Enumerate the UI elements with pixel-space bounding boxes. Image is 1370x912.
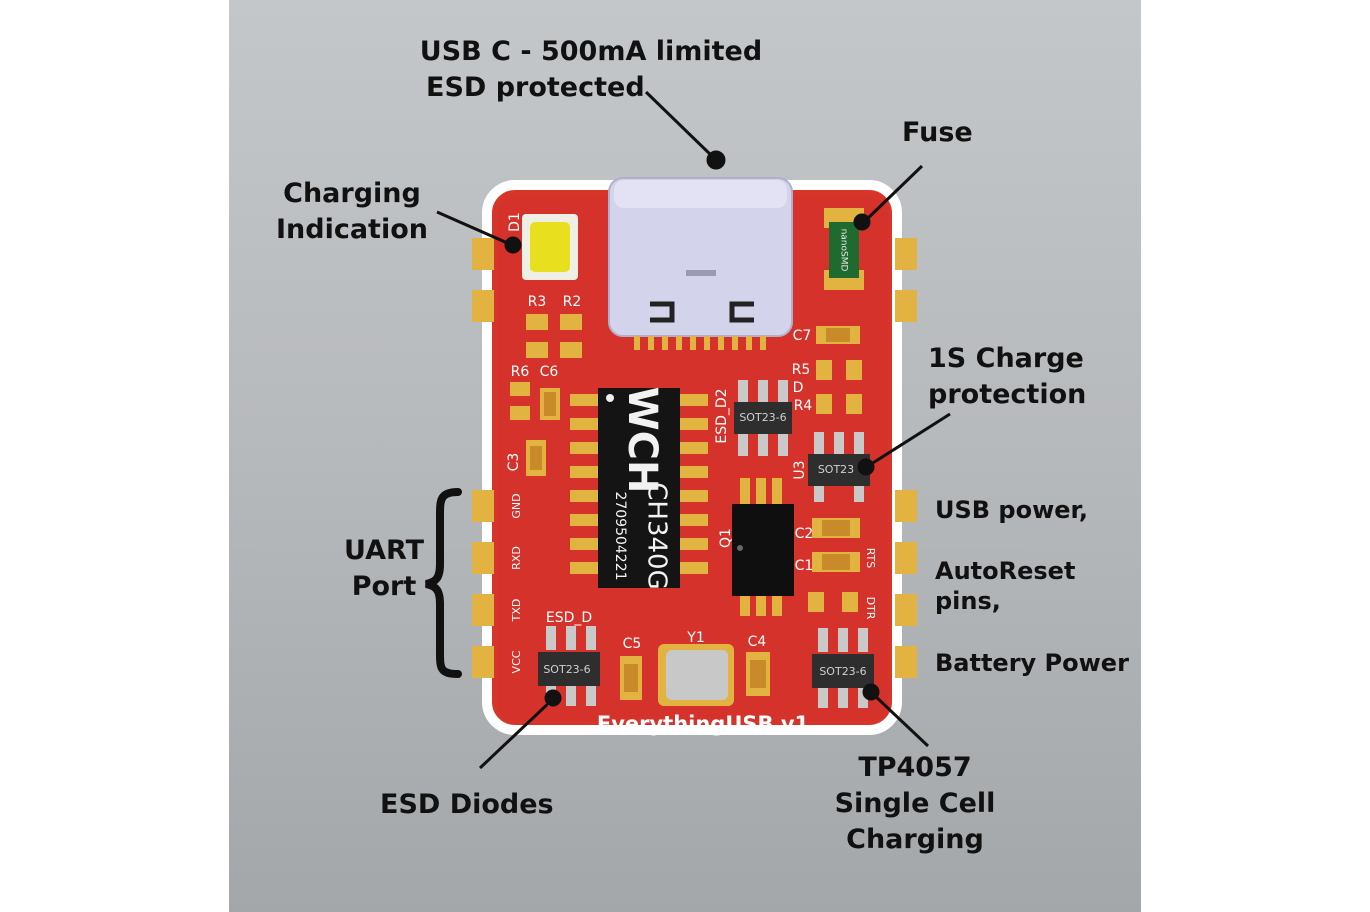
svg-text:ESD_D2: ESD_D2 xyxy=(714,388,730,443)
svg-text:C7: C7 xyxy=(793,328,812,344)
svg-text:R2: R2 xyxy=(563,294,582,310)
callout-battery-power: Battery Power xyxy=(935,649,1129,677)
svg-text:Q1: Q1 xyxy=(718,528,734,548)
right-edge-pads xyxy=(895,238,917,678)
svg-text:C3: C3 xyxy=(506,453,522,472)
svg-text:SOT23: SOT23 xyxy=(818,463,854,476)
ch340g-part: CH340G xyxy=(642,482,672,589)
callout-fuse: Fuse xyxy=(902,117,973,148)
callout-usb-c: USB C - 500mA limited ESD protected xyxy=(419,36,763,103)
svg-text:D: D xyxy=(793,380,804,396)
callout-uart-port: UART Port xyxy=(344,535,424,602)
board-title: EverythingUSB v1 xyxy=(597,712,809,736)
uart-brace xyxy=(425,488,462,678)
svg-text:Y1: Y1 xyxy=(686,630,704,646)
crystal-y1 xyxy=(666,650,728,700)
ch340g-code: 2709504221 xyxy=(612,491,628,580)
svg-text:R5: R5 xyxy=(792,362,811,378)
svg-text:GND: GND xyxy=(510,493,523,518)
svg-text:SOT23-6: SOT23-6 xyxy=(819,665,866,678)
svg-text:R3: R3 xyxy=(528,294,547,310)
svg-text:SOT23-6: SOT23-6 xyxy=(739,411,786,424)
svg-text:ESD_D: ESD_D xyxy=(546,610,592,626)
callout-tp4057: TP4057 Single Cell Charging xyxy=(834,752,996,855)
callout-esd-diodes: ESD Diodes xyxy=(380,789,554,820)
esd-d2-package: SOT23-6 xyxy=(734,380,792,456)
callout-autoreset: AutoReset pins, xyxy=(935,557,1076,615)
svg-text:RXD: RXD xyxy=(510,546,523,570)
led-d1-lens xyxy=(530,222,570,272)
callout-usb-power: USB power, xyxy=(935,496,1088,524)
tp4057-package: SOT23-6 xyxy=(812,628,874,708)
left-edge-pads xyxy=(472,238,494,678)
usb-c-pins xyxy=(634,336,766,350)
svg-text:U3: U3 xyxy=(792,460,808,479)
callout-charge-protection: 1S Charge protection xyxy=(928,343,1087,410)
ch340g-chip xyxy=(598,388,680,588)
svg-text:C4: C4 xyxy=(748,634,767,650)
svg-text:RTS: RTS xyxy=(864,548,877,569)
usb-c-connector xyxy=(608,177,793,337)
usb-c-shell-top xyxy=(614,180,787,208)
uart-pin-labels: GND RXD TXD VCC xyxy=(510,493,523,673)
fuse-marking: nanoSMD xyxy=(839,229,849,272)
svg-text:C6: C6 xyxy=(540,364,559,380)
fuse-body xyxy=(829,222,859,278)
callout-charging-indication: Charging Indication xyxy=(275,178,428,245)
svg-text:DTR: DTR xyxy=(864,597,877,620)
svg-text:R4: R4 xyxy=(794,398,813,414)
svg-text:C5: C5 xyxy=(623,636,642,652)
svg-text:D1: D1 xyxy=(507,212,523,232)
silkscreen-refs: D1 R3 R2 R6 C6 C3 C7 R5 D R4 U3 ESD_D2 Q… xyxy=(506,212,813,652)
ch340g-logo: WCH xyxy=(619,387,665,494)
svg-text:VCC: VCC xyxy=(510,650,523,673)
svg-text:R6: R6 xyxy=(511,364,530,380)
svg-text:SOT23-6: SOT23-6 xyxy=(543,663,590,676)
control-pin-labels: RTS DTR xyxy=(864,548,877,620)
leader-lines xyxy=(436,90,951,770)
svg-text:TXD: TXD xyxy=(510,599,523,623)
svg-text:C1: C1 xyxy=(795,558,814,574)
ch340g-pads xyxy=(570,394,708,574)
esd-d-package: SOT23-6 xyxy=(538,626,600,706)
q1-package xyxy=(732,478,794,616)
svg-text:C2: C2 xyxy=(795,526,814,542)
